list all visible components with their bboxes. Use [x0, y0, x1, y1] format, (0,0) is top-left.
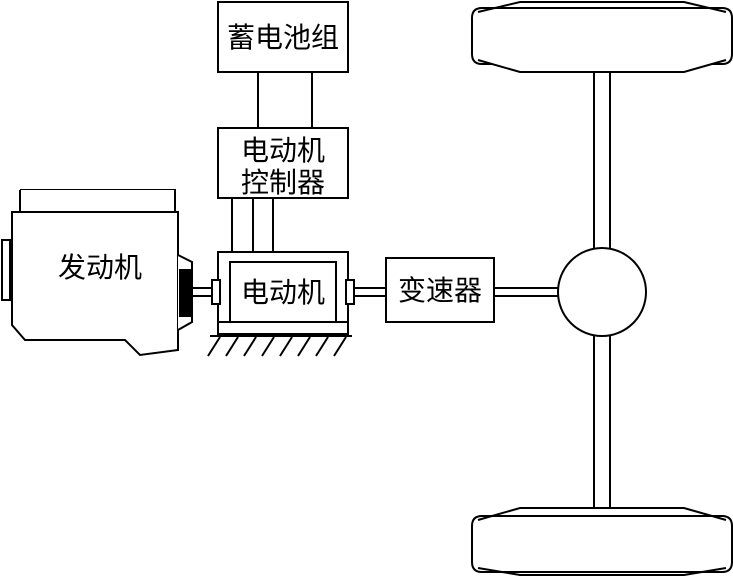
battery-pack-block: 蓄电池组	[217, 1, 349, 73]
motor-controller-label-line1: 电动机	[241, 134, 325, 167]
motor-label: 电动机	[241, 276, 325, 309]
top-wheel	[471, 1, 733, 73]
bottom-wheel	[471, 507, 733, 576]
transmission-block: 变速器	[385, 257, 495, 323]
battery-controller-wires	[257, 72, 313, 128]
motor-controller-block: 电动机 控制器	[217, 127, 349, 199]
ground-hatch	[207, 335, 352, 357]
rear-axle	[593, 72, 611, 508]
transmission-differential-shaft	[494, 287, 558, 297]
battery-pack-label: 蓄电池组	[227, 21, 339, 54]
motor-housing: 电动机	[211, 251, 355, 335]
motor-controller-label-line2: 控制器	[241, 166, 325, 199]
engine-label: 发动机	[58, 251, 142, 284]
motor-transmission-shaft	[354, 287, 386, 297]
clutch-flange	[177, 254, 193, 331]
engine-block: 发动机	[1, 189, 179, 357]
controller-motor-wires	[231, 198, 274, 252]
differential	[557, 247, 647, 337]
transmission-label: 变速器	[398, 274, 482, 307]
